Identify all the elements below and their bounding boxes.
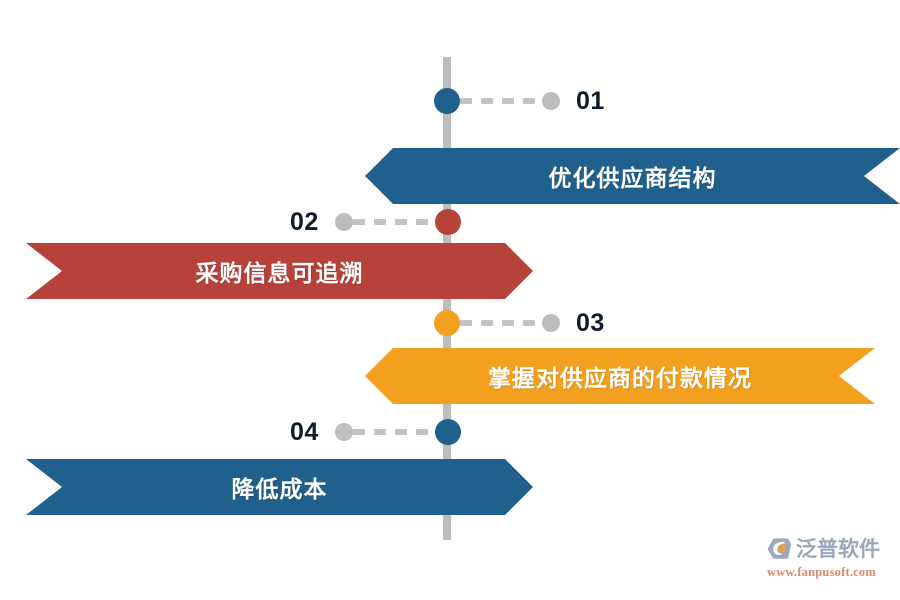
timeline-node-02[interactable] <box>434 209 461 235</box>
timeline-node-04[interactable] <box>434 419 461 445</box>
timeline-node-01[interactable] <box>434 88 460 114</box>
banner-03[interactable]: 掌握对供应商的付款情况 <box>365 348 875 404</box>
step-number-04: 04 <box>290 417 319 446</box>
banner-label-01: 优化供应商结构 <box>548 165 717 191</box>
banner-label-03: 掌握对供应商的付款情况 <box>488 365 752 391</box>
timeline-node-03[interactable] <box>434 310 460 336</box>
banner-shape-02 <box>26 243 533 299</box>
connector-01: 01 <box>434 86 605 115</box>
endpoint-dot-01 <box>542 92 560 110</box>
fanpu-logo-mark-icon <box>767 538 792 559</box>
endpoint-dot-04 <box>334 423 353 441</box>
banner-02[interactable]: 采购信息可追溯 <box>26 243 533 299</box>
watermark-brand-text: 泛普软件 <box>796 537 880 561</box>
endpoint-dot-03 <box>542 314 560 332</box>
watermark-brand-row: 泛普软件 <box>766 536 880 562</box>
watermark-url-text: www.fanpusoft.com <box>767 565 876 579</box>
endpoint-dot-02 <box>334 213 353 231</box>
banner-shape-01 <box>365 148 900 204</box>
connector-02: 02 <box>290 207 461 236</box>
watermark-logo: 泛普软件 www.fanpusoft.com <box>766 536 892 580</box>
dashed-link-03 <box>460 320 542 326</box>
step-number-01: 01 <box>576 86 605 115</box>
dashed-link-02 <box>352 219 435 225</box>
step-number-02: 02 <box>290 207 319 236</box>
banner-shape-04 <box>26 459 533 515</box>
step-number-03: 03 <box>576 308 605 337</box>
banner-01[interactable]: 优化供应商结构 <box>365 148 900 204</box>
banner-04[interactable]: 降低成本 <box>26 459 533 515</box>
banner-label-04: 降低成本 <box>231 476 328 502</box>
banner-shape-03 <box>365 348 875 404</box>
dashed-link-04 <box>352 429 435 435</box>
banner-label-02: 采购信息可追溯 <box>195 260 364 286</box>
connector-04: 04 <box>290 417 461 446</box>
dashed-link-01 <box>460 98 542 104</box>
connector-03: 03 <box>434 308 605 337</box>
